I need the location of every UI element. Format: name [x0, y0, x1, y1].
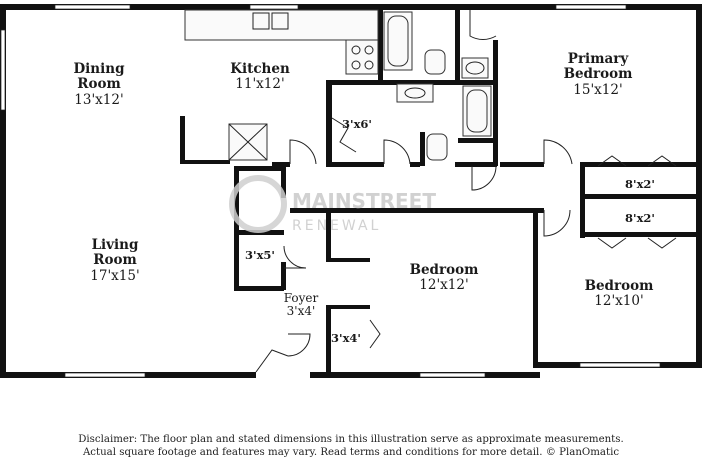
watermark-line2: RENEWAL	[292, 218, 381, 234]
kitchen-label: Kitchen	[230, 61, 290, 77]
foyer-dim: 3'x4'	[287, 304, 316, 318]
bedroom-center-dim: 12'x12'	[419, 277, 468, 293]
primary-closet-1-dim: 8'x2'	[625, 177, 655, 191]
kitchen-counter	[184, 9, 379, 75]
disclaimer: Disclaimer: The floor plan and stated di…	[0, 434, 702, 459]
windows	[0, 4, 661, 378]
dining-label-1: Dining	[73, 61, 125, 77]
primary-dim: 15'x12'	[573, 82, 622, 98]
doors	[255, 10, 677, 373]
disclaimer-line-2: Actual square footage and features may v…	[82, 446, 620, 458]
kitchen-dim: 11'x12'	[235, 76, 284, 92]
bedroom-right-label: Bedroom	[585, 278, 654, 294]
watermark: MAINSTREET RENEWAL	[229, 175, 436, 234]
hall-bath	[383, 11, 489, 79]
hall-closet-dim: 3'x6'	[342, 117, 372, 131]
foyer-label: Foyer	[284, 291, 319, 305]
primary-bath	[396, 83, 492, 161]
bedroom-right-dim: 12'x10'	[594, 293, 643, 309]
disclaimer-line-1: Disclaimer: The floor plan and stated di…	[78, 434, 624, 445]
dining-dim: 13'x12'	[74, 92, 123, 108]
room-labels: Dining Room 13'x12' Kitchen 11'x12' Prim…	[73, 51, 654, 345]
watermark-line1: MAINSTREET	[292, 189, 436, 213]
primary-closet-2-dim: 8'x2'	[625, 211, 655, 225]
primary-label-2: Bedroom	[564, 66, 633, 82]
living-label-2: Room	[93, 252, 137, 268]
living-label-1: Living	[92, 237, 139, 253]
dining-label-2: Room	[77, 76, 121, 92]
bedroom-center-label: Bedroom	[410, 262, 479, 278]
living-dim: 17'x15'	[90, 268, 139, 284]
pantry-dim: 3'x5'	[245, 248, 275, 262]
primary-label-1: Primary	[568, 51, 630, 67]
foyer-closet-dim: 3'x4'	[331, 331, 361, 345]
fridge-box	[228, 123, 268, 161]
